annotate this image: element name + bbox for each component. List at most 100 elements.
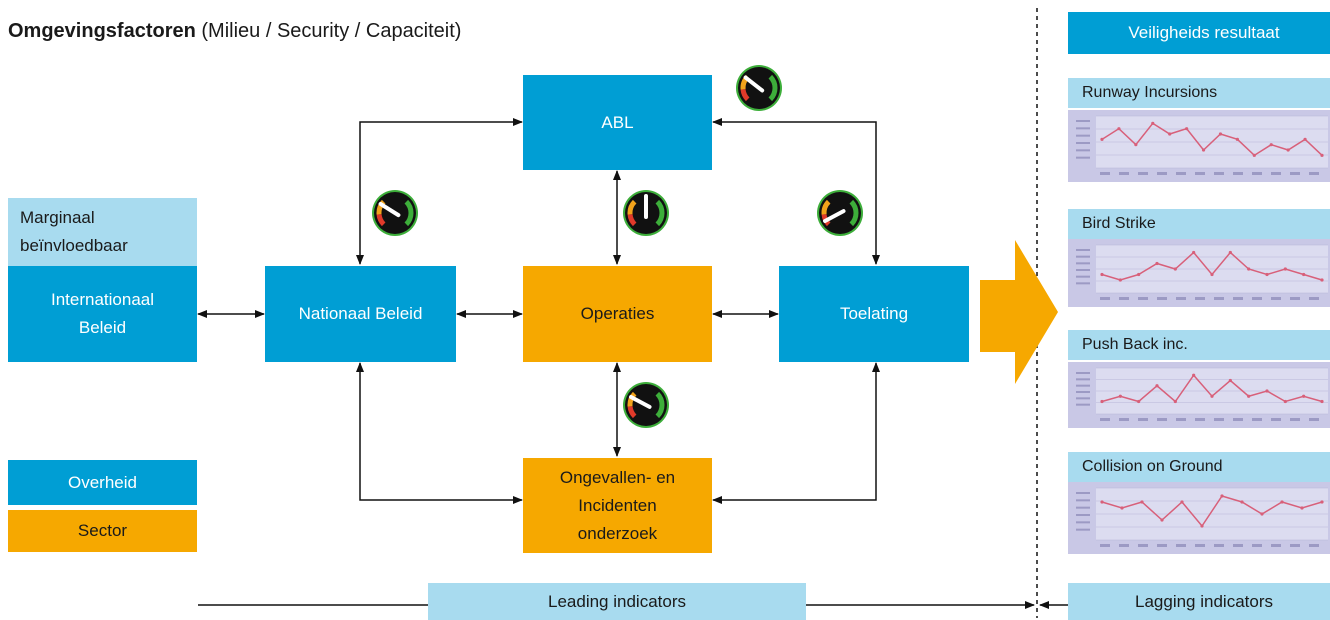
x-tick (1100, 418, 1110, 421)
x-tick (1233, 297, 1243, 300)
data-point (1140, 500, 1144, 504)
gauge-icon (817, 190, 863, 236)
indicator-2-chart (1068, 362, 1330, 428)
data-point (1269, 143, 1273, 147)
data-point (1265, 272, 1269, 277)
data-point (1220, 494, 1224, 498)
tick-mark (1076, 142, 1090, 144)
x-tick (1214, 544, 1224, 547)
indicator-1-chart (1068, 239, 1330, 307)
legend-overheid-label: Overheid (68, 472, 137, 492)
abl-box: ABL (523, 75, 712, 170)
indicator-1-title: Bird Strike (1068, 209, 1330, 239)
tick-mark (1076, 391, 1090, 393)
x-tick (1309, 297, 1319, 300)
x-tick (1214, 172, 1224, 175)
tick-mark (1076, 514, 1090, 516)
data-point (1100, 137, 1104, 141)
data-point (1137, 399, 1141, 404)
marginaal-label: Marginaal beïnvloedbaar (20, 208, 128, 255)
x-tick (1309, 172, 1319, 175)
lagging-indicators-bar: Lagging indicators (1068, 583, 1330, 620)
gauge-icon (372, 190, 418, 236)
tick-mark (1076, 156, 1090, 159)
ongevallen-label: Ongevallen- en Incidenten onderzoek (559, 467, 676, 543)
data-point (1235, 137, 1239, 141)
data-point (1240, 500, 1244, 504)
nationaal-beleid-box: Nationaal Beleid (265, 266, 456, 362)
tick-mark (1076, 499, 1090, 502)
indicator-2-title: Push Back inc. (1068, 330, 1330, 360)
x-tick (1119, 297, 1129, 300)
marginaal-box: Marginaal beïnvloedbaar (8, 198, 197, 266)
data-point (1137, 272, 1141, 277)
data-point (1280, 500, 1284, 504)
x-tick (1119, 172, 1129, 175)
x-tick (1271, 172, 1281, 175)
data-point (1320, 399, 1324, 404)
title-main: Omgevingsfactoren (8, 20, 196, 42)
x-tick (1176, 544, 1186, 547)
x-tick (1290, 297, 1300, 300)
x-tick (1195, 172, 1205, 175)
leading-indicators-bar: Leading indicators (428, 583, 806, 620)
data-point (1200, 524, 1204, 528)
gauges (372, 65, 863, 428)
arrow-nationaal-abl (356, 118, 523, 265)
tick-mark (1076, 521, 1090, 524)
data-point (1247, 267, 1251, 271)
data-point (1265, 389, 1269, 393)
x-tick (1271, 544, 1281, 547)
data-point (1100, 272, 1104, 277)
legend-sector-label: Sector (77, 521, 128, 540)
data-point (1320, 500, 1324, 504)
series-line (1101, 495, 1323, 528)
series-line (1101, 122, 1323, 157)
x-tick (1100, 172, 1110, 175)
data-point (1160, 518, 1164, 522)
data-point (1247, 394, 1251, 398)
internationaal-beleid-label: Internationaal Beleid (50, 290, 155, 337)
data-point (1118, 394, 1122, 398)
data-point (1228, 378, 1232, 383)
data-point (1173, 267, 1177, 271)
x-tick (1195, 297, 1205, 300)
legend-sector: Sector (8, 510, 197, 552)
tick-mark (1076, 134, 1090, 137)
x-tick (1233, 418, 1243, 421)
operaties-box: Operaties (523, 266, 712, 362)
data-point (1185, 127, 1189, 131)
arrow-nationaal-ongevallen (356, 362, 523, 504)
gauge-icon (736, 65, 782, 111)
nationaal-beleid-label: Nationaal Beleid (298, 304, 423, 323)
data-point (1117, 127, 1121, 131)
internationaal-beleid-box: Internationaal Beleid (8, 266, 197, 362)
tick-mark (1076, 249, 1090, 251)
x-tick (1157, 544, 1167, 547)
data-point (1320, 153, 1324, 157)
x-tick (1214, 418, 1224, 421)
tick-mark (1076, 378, 1090, 381)
tick-mark (1076, 275, 1090, 278)
data-point (1302, 272, 1306, 277)
x-tick (1309, 418, 1319, 421)
tick-mark (1076, 269, 1090, 271)
x-tick (1138, 297, 1148, 300)
x-tick (1271, 418, 1281, 421)
legend-overheid: Overheid (8, 460, 197, 505)
toelating-box: Toelating (779, 266, 969, 362)
data-point (1192, 373, 1196, 377)
gauge-icon (623, 190, 669, 236)
arrow-toelating-abl (712, 118, 880, 265)
tick-mark (1076, 255, 1090, 258)
data-point (1283, 399, 1287, 404)
x-tick (1309, 544, 1319, 547)
data-point (1260, 512, 1264, 516)
x-tick (1100, 544, 1110, 547)
data-point (1283, 267, 1287, 271)
tick-mark (1076, 120, 1090, 122)
results-title: Veiligheids resultaat (1128, 23, 1280, 42)
x-tick (1100, 297, 1110, 300)
data-point (1210, 394, 1214, 398)
